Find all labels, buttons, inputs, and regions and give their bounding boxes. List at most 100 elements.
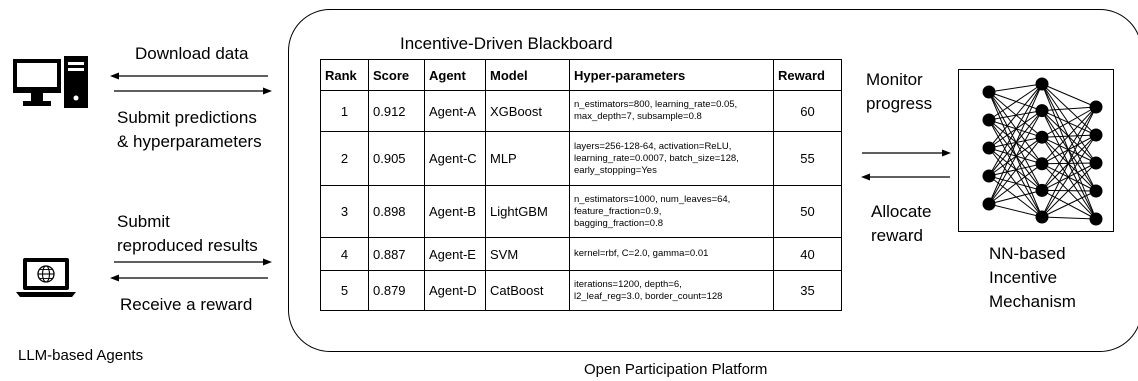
- cell-score: 0.887: [368, 237, 425, 271]
- nn-connection: [1041, 110, 1097, 192]
- left-arrows-top: [110, 72, 272, 95]
- cell-agent: Agent-E: [424, 237, 486, 271]
- allocate-label-1: Allocate: [871, 202, 932, 221]
- nn-connection: [1041, 106, 1097, 218]
- nn-connection: [1041, 83, 1097, 164]
- nn-connection: [1041, 189, 1097, 220]
- monitor-label-2: progress: [866, 94, 933, 113]
- nn-connection: [988, 83, 1043, 93]
- nn-connection: [1041, 136, 1097, 192]
- cell-model: MLP: [485, 131, 570, 186]
- cell-reward: 35: [773, 270, 842, 311]
- monitor-label-1: Monitor: [866, 70, 923, 89]
- nn-connection: [1041, 106, 1097, 138]
- nn-connection: [988, 91, 1043, 138]
- nn-node: [982, 113, 996, 127]
- nn-connection: [988, 189, 1043, 205]
- monitor-arrow: [862, 149, 951, 157]
- nn-connection: [1041, 136, 1097, 220]
- nn-node: [982, 197, 996, 211]
- nn-node: [1089, 100, 1103, 114]
- nn-label-2: Incentive: [989, 268, 1058, 287]
- nn-connection: [1041, 83, 1097, 108]
- nn-connection: [1041, 162, 1097, 218]
- allocate-arrow: [861, 173, 950, 181]
- desktop-computer-icon: [13, 56, 88, 108]
- nn-connection: [1041, 216, 1097, 220]
- cell-rank: 5: [320, 270, 369, 311]
- header-reward: Reward: [773, 59, 842, 91]
- cell-model: CatBoost: [485, 270, 570, 311]
- nn-node: [982, 85, 996, 99]
- nn-connection: [988, 91, 1043, 191]
- nn-node: [1089, 212, 1103, 226]
- nn-node: [982, 169, 996, 183]
- cell-hyperparameters: layers=256-128-64, activation=ReLU,learn…: [569, 131, 774, 186]
- nn-connection: [988, 163, 1043, 205]
- table-header-row: Rank Score Agent Model Hyper-parameters …: [320, 59, 842, 91]
- table-row: 2 0.905 Agent-C MLP layers=256-128-64, a…: [320, 131, 842, 186]
- nn-connection: [988, 110, 1043, 205]
- cell-reward: 55: [773, 131, 842, 186]
- nn-connection: [1041, 163, 1097, 192]
- nn-connection: [1041, 106, 1097, 112]
- nn-label-1: NN-based: [989, 244, 1066, 263]
- platform-boundary: [288, 9, 1138, 352]
- agents-label: LLM-based Agents: [18, 347, 144, 364]
- blackboard-title: Incentive-Driven Blackboard: [400, 34, 613, 53]
- header-model: Model: [485, 59, 570, 91]
- nn-node: [982, 141, 996, 155]
- nn-node: [1035, 104, 1049, 118]
- nn-connection: [988, 147, 1043, 165]
- nn-connection: [1041, 106, 1097, 191]
- nn-node: [1089, 184, 1103, 198]
- nn-connection: [1041, 110, 1097, 164]
- table-row: 5 0.879 Agent-D CatBoost iterations=1200…: [320, 270, 842, 311]
- header-hyperparameters: Hyper-parameters: [569, 59, 774, 91]
- nn-connection: [988, 136, 1043, 205]
- allocate-label-2: reward: [871, 226, 923, 245]
- header-rank: Rank: [320, 59, 369, 91]
- nn-connection: [988, 83, 1043, 149]
- table-row: 4 0.887 Agent-E SVM kernel=rbf, C=2.0, g…: [320, 237, 842, 271]
- nn-connection: [988, 119, 1043, 165]
- nn-label-3: Mechanism: [989, 292, 1076, 311]
- nn-connection: [1041, 190, 1097, 218]
- cell-reward: 50: [773, 185, 842, 238]
- nn-connection: [1041, 110, 1097, 136]
- cell-score: 0.905: [368, 131, 425, 186]
- nn-node: [1035, 77, 1049, 91]
- table-row: 1 0.912 Agent-A XGBoost n_estimators=800…: [320, 90, 842, 132]
- cell-agent: Agent-B: [424, 185, 486, 238]
- nn-connection: [988, 83, 1043, 177]
- nn-connection: [1041, 106, 1097, 165]
- nn-connection: [988, 119, 1043, 138]
- nn-node: [1035, 183, 1049, 197]
- nn-connection: [988, 175, 1043, 191]
- nn-connection: [1041, 163, 1097, 220]
- neural-network-box: [958, 69, 1114, 232]
- header-agent: Agent: [424, 59, 486, 91]
- cell-rank: 3: [320, 185, 369, 238]
- nn-connection: [988, 147, 1043, 191]
- nn-connection: [988, 91, 1043, 112]
- blackboard-table: Rank Score Agent Model Hyper-parameters …: [320, 59, 842, 311]
- submit-reproduced-label-1: Submit: [117, 212, 170, 231]
- header-score: Score: [368, 59, 425, 91]
- cell-score: 0.912: [368, 90, 425, 132]
- cell-reward: 40: [773, 237, 842, 271]
- cell-agent: Agent-C: [424, 131, 486, 186]
- neural-network-icon: [982, 77, 1103, 226]
- submit-predictions-label: Submit predictions: [117, 108, 257, 127]
- cell-reward: 60: [773, 90, 842, 132]
- submit-hyperparameters-label: & hyperparameters: [117, 132, 262, 151]
- nn-node: [1035, 157, 1049, 171]
- cell-hyperparameters: iterations=1200, depth=6,l2_leaf_reg=3.0…: [569, 270, 774, 311]
- cell-agent: Agent-A: [424, 90, 486, 132]
- platform-label: Open Participation Platform: [584, 361, 768, 378]
- nn-connection: [988, 83, 1043, 205]
- nn-node: [1035, 130, 1049, 144]
- left-arrows-bottom: [110, 258, 272, 282]
- cell-score: 0.879: [368, 270, 425, 311]
- cell-rank: 4: [320, 237, 369, 271]
